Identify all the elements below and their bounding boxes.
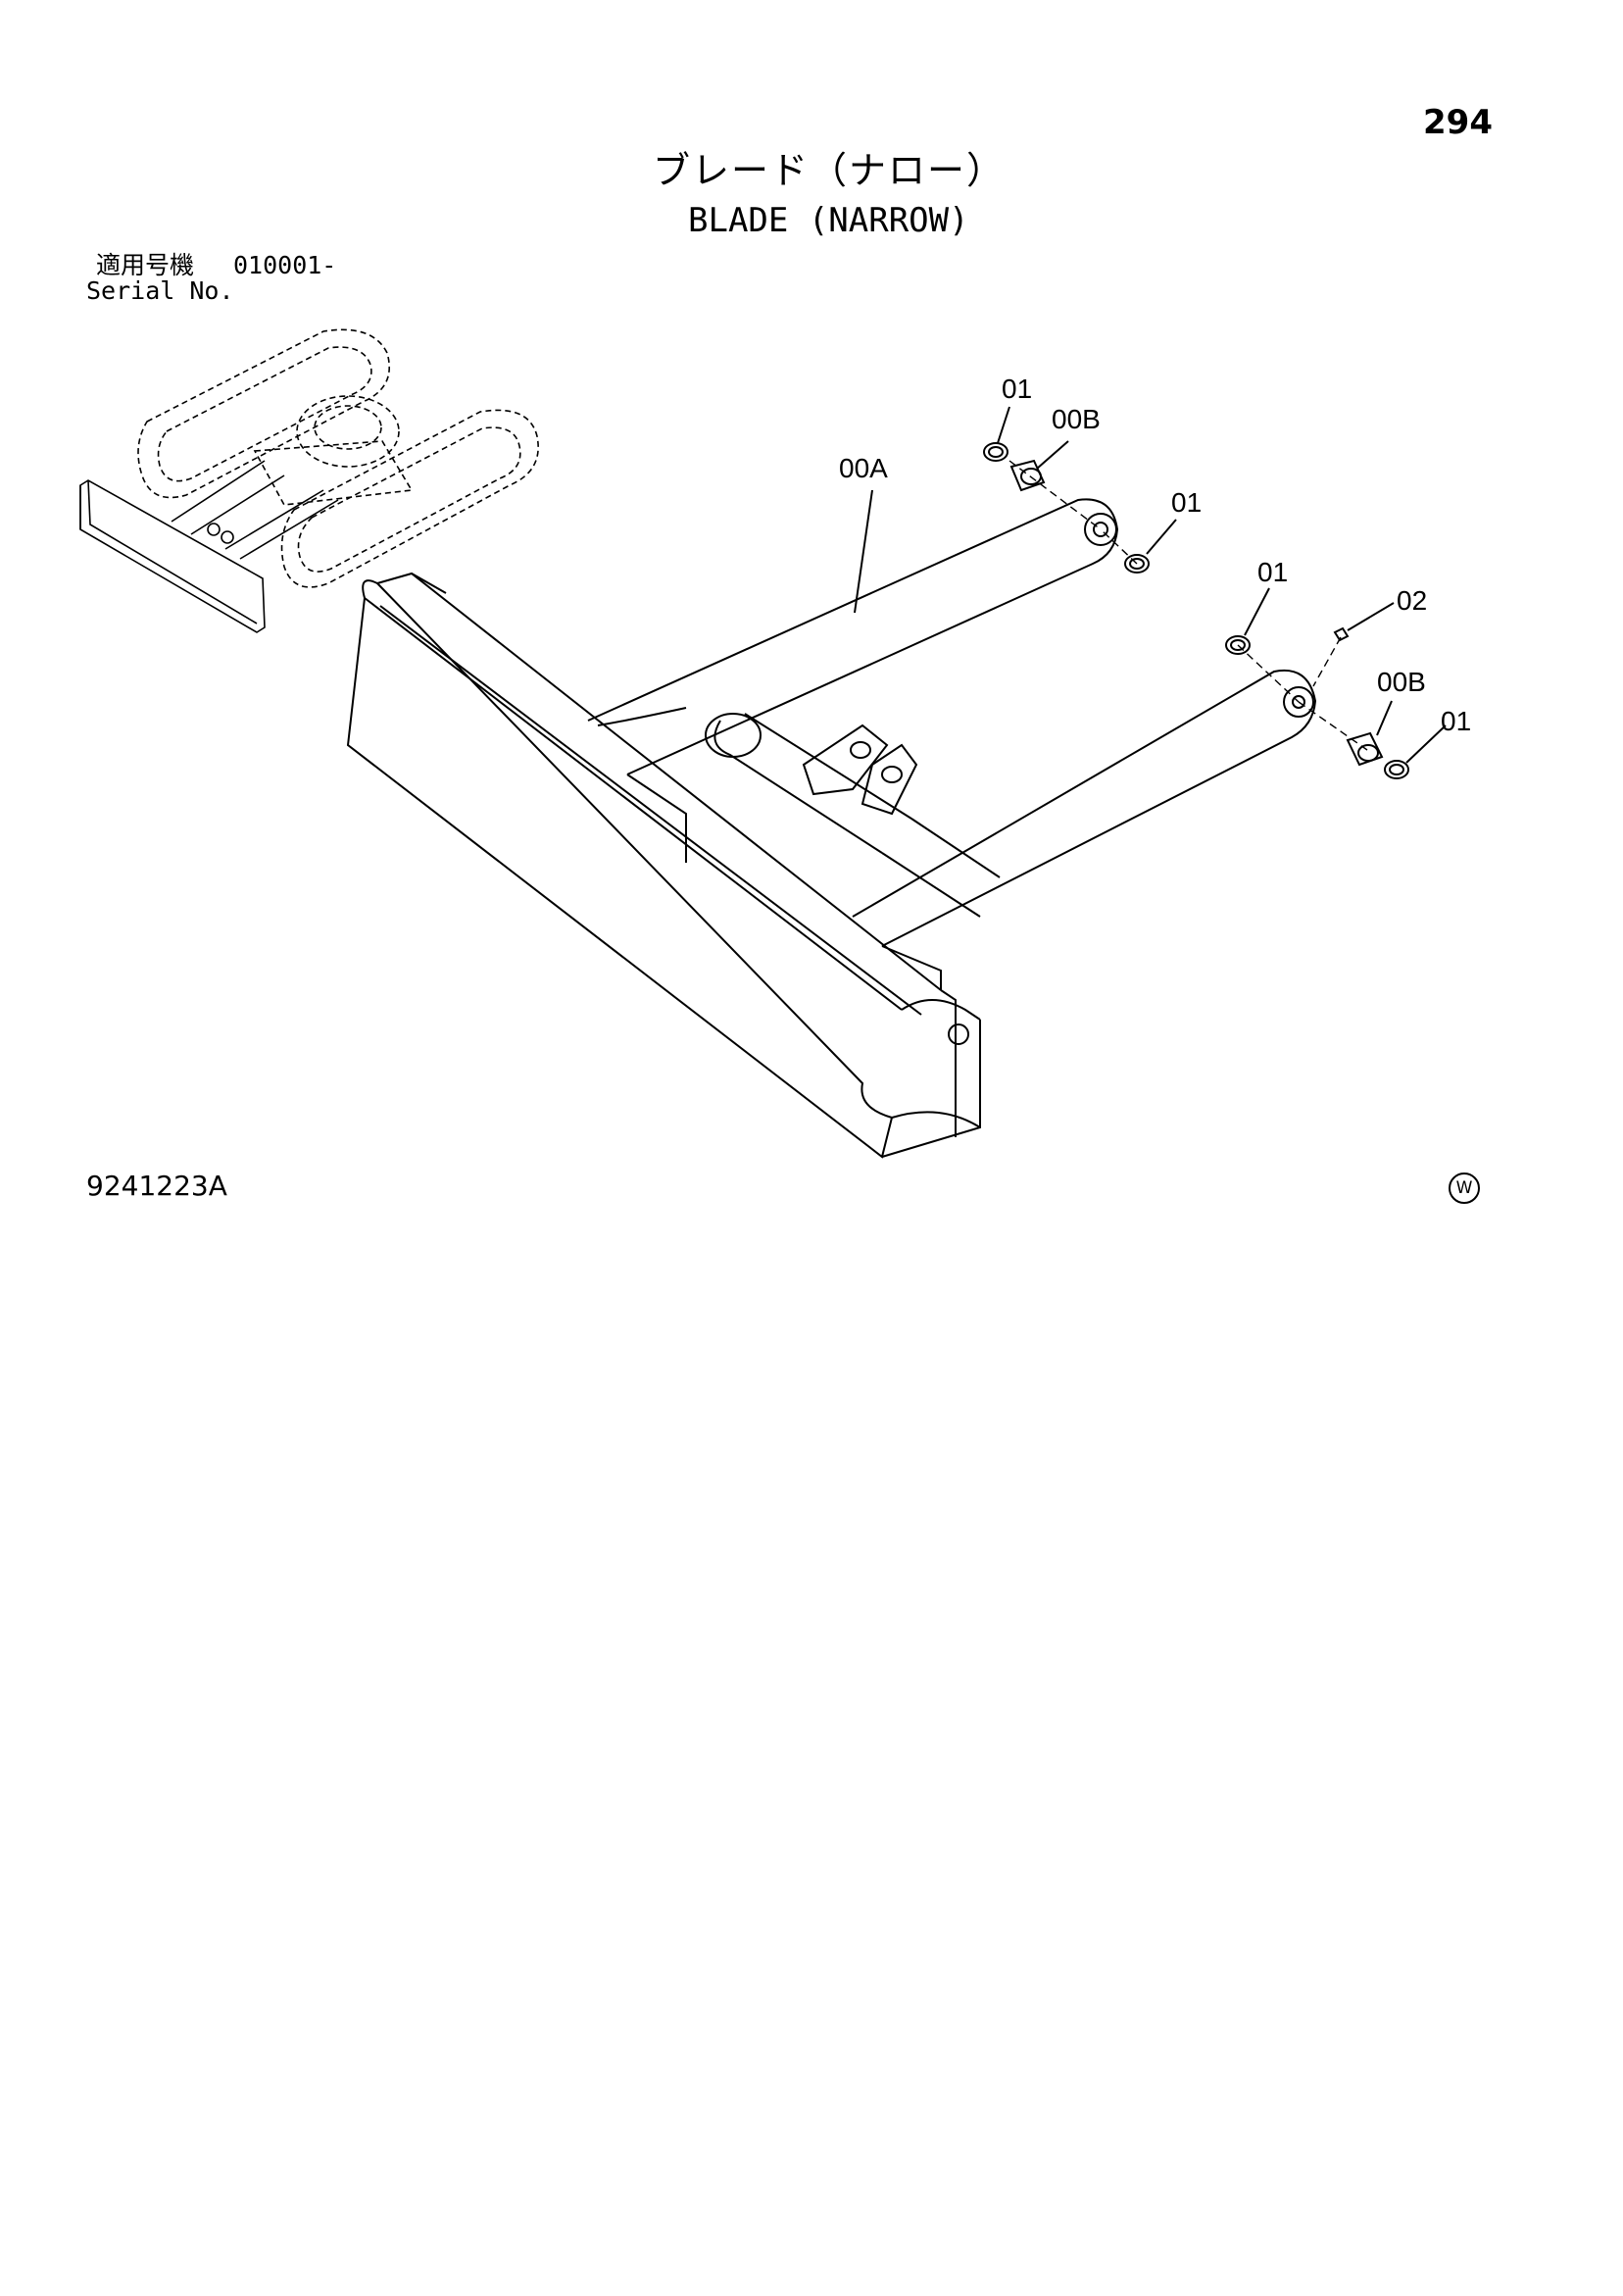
callout-01-c: 01 [1257, 557, 1288, 587]
serial-code: 010001- [233, 251, 337, 279]
callout-00b-a: 00B [1052, 404, 1101, 434]
undercarriage-inset [79, 328, 539, 633]
callout-01-a: 01 [1002, 374, 1032, 404]
blade-assembly [346, 406, 1447, 1159]
callout-00b-b: 00B [1377, 667, 1426, 697]
callout-labels: 01 00B 00A 01 01 02 00B 01 [839, 374, 1471, 736]
callout-01-b: 01 [1171, 487, 1202, 518]
page-title-japanese: ブレード（ナロー） [653, 149, 1007, 192]
serial-label-japanese: 適用号機 [96, 251, 195, 279]
page-title-english: BLADE (NARROW) [688, 201, 969, 240]
callout-01-d: 01 [1441, 706, 1471, 736]
page-number: 294 [1423, 103, 1493, 142]
circled-w-mark: W [1449, 1173, 1480, 1204]
callout-02: 02 [1397, 585, 1427, 616]
serial-label-english: Serial No. [86, 276, 234, 305]
callout-00a: 00A [839, 453, 888, 483]
drawing-number: 9241223A [86, 1170, 227, 1202]
